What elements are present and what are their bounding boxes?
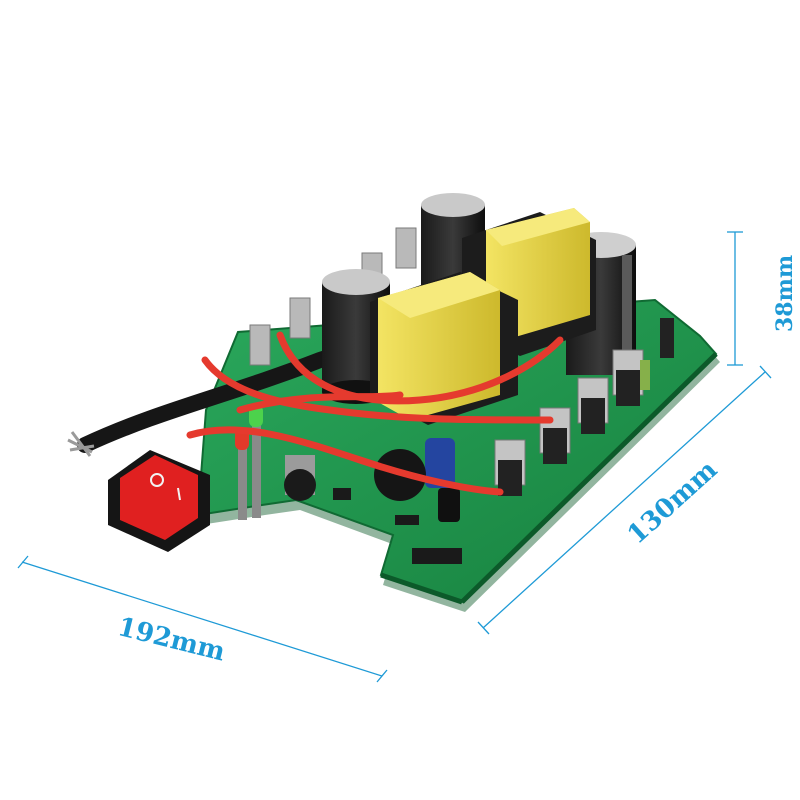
- depth-dimension-line: [482, 371, 766, 629]
- cable-strands: [67, 431, 95, 457]
- dimension-lines: [17, 231, 772, 683]
- transistors-front: [494, 349, 644, 496]
- width-dimension-line: [21, 561, 383, 677]
- red-wires: [186, 331, 564, 496]
- rocker-switch: [108, 450, 210, 552]
- height-dimension-label: 38mm: [772, 254, 798, 332]
